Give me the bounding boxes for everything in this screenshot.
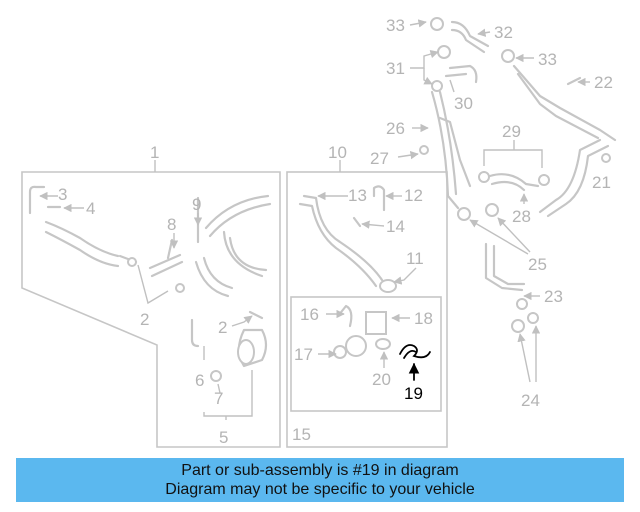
callout-28: 28 (512, 207, 531, 226)
leader-lines (39, 19, 590, 420)
callout-16: 16 (300, 305, 319, 324)
callout-19: 19 (404, 384, 423, 403)
callout-27: 27 (370, 149, 389, 168)
callout-29: 29 (502, 122, 521, 141)
callout-9: 9 (192, 195, 201, 214)
callout-21: 21 (592, 173, 611, 192)
callout-8: 8 (167, 215, 176, 234)
callout-13: 13 (348, 186, 367, 205)
callout-23: 23 (544, 287, 563, 306)
banner-line-2: Diagram may not be specific to your vehi… (165, 481, 475, 498)
callout-1: 1 (150, 143, 159, 162)
callout-12: 12 (404, 186, 423, 205)
callout-2a: 2 (140, 310, 149, 329)
callout-5: 5 (219, 428, 228, 447)
callout-18: 18 (414, 309, 433, 328)
callout-30: 30 (454, 94, 473, 113)
callout-14: 14 (386, 217, 405, 236)
callout-17: 17 (294, 345, 313, 364)
callout-10: 10 (328, 143, 347, 162)
callout-labels: 1 3 4 8 9 2 2 6 7 5 10 13 12 14 11 16 18… (58, 16, 613, 447)
group-10-parts (298, 185, 397, 359)
callout-26: 26 (386, 119, 405, 138)
assembly-15-frame (290, 296, 442, 412)
info-banner: Part or sub-assembly is #19 in diagram D… (16, 458, 624, 502)
callout-11: 11 (406, 249, 424, 268)
banner-line-1: Part or sub-assembly is #19 in diagram (181, 462, 459, 479)
callout-32: 32 (494, 23, 513, 42)
assembly-1-frame (21, 171, 281, 448)
assembly-10-frame (286, 171, 448, 448)
callout-6: 6 (195, 371, 204, 390)
callout-33b: 33 (538, 50, 557, 69)
callout-25: 25 (528, 255, 547, 274)
part-19-clip (399, 344, 431, 359)
callout-20: 20 (372, 370, 391, 389)
callout-3: 3 (58, 185, 67, 204)
callout-24: 24 (521, 391, 540, 410)
callout-2b: 2 (218, 318, 227, 337)
parts-diagram: 1 3 4 8 9 2 2 6 7 5 10 13 12 14 11 16 18… (21, 16, 617, 448)
callout-22: 22 (594, 73, 613, 92)
callout-31: 31 (386, 59, 405, 78)
group-1-parts (28, 185, 272, 382)
callout-15: 15 (292, 425, 311, 444)
callout-7: 7 (214, 389, 223, 408)
callout-33a: 33 (386, 16, 405, 35)
callout-4: 4 (86, 199, 95, 218)
upper-right-parts (419, 17, 617, 333)
